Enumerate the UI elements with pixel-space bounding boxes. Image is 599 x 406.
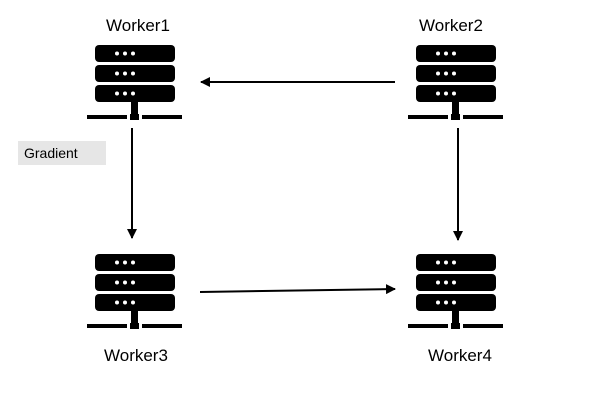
worker2-server-icon [408,43,503,123]
arrow-worker3-to-worker4 [199,284,396,295]
worker4-server-icon [408,252,503,332]
worker3-server-icon [87,252,182,332]
worker4-label: Worker4 [428,346,492,365]
gradient-label: Gradient [18,141,106,165]
worker3-label: Worker3 [104,346,168,365]
worker2-label: Worker2 [419,16,483,35]
worker1-label: Worker1 [106,16,170,35]
worker1-server-icon [87,43,182,123]
